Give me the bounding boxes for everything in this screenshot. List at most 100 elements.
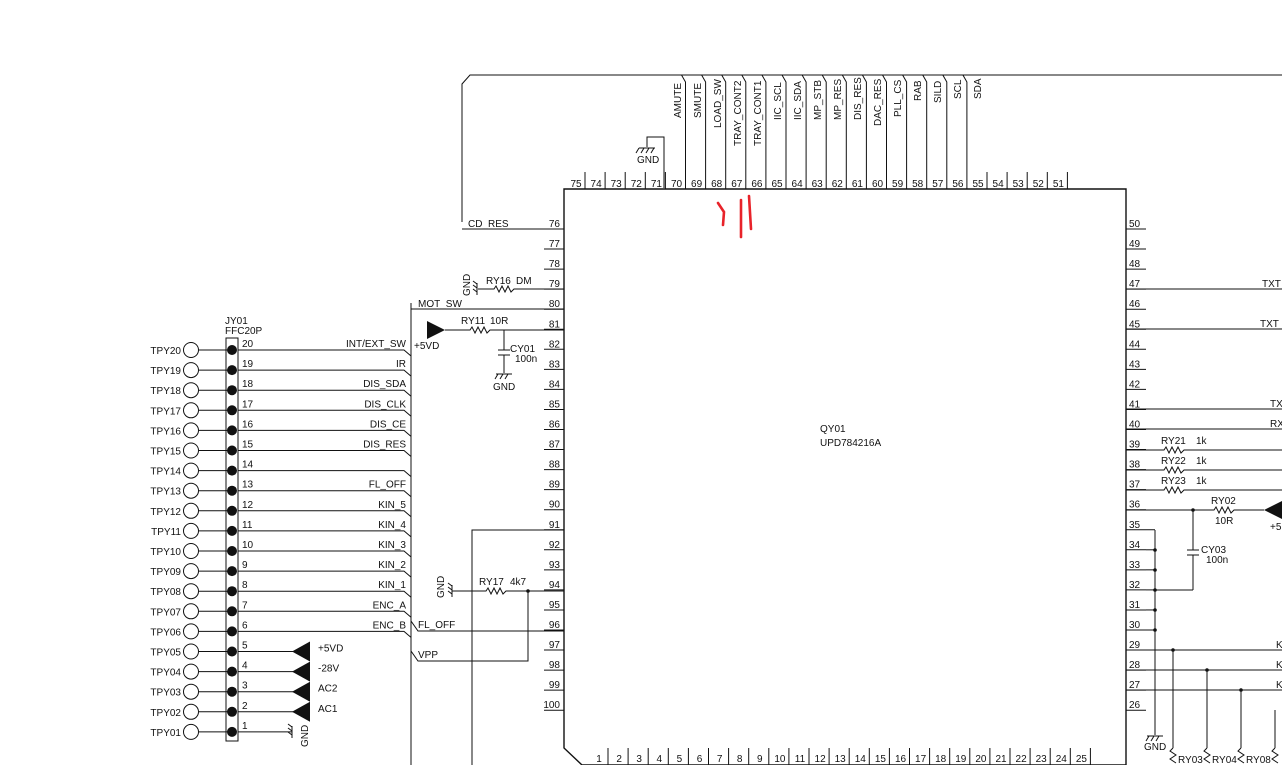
- connector-net-wire: [238, 369, 412, 377]
- test-point-label: TPY14: [150, 467, 181, 478]
- bus-scl: SCL: [953, 79, 964, 99]
- ic-left-pin-number: 86: [549, 420, 561, 431]
- cy01-value: 100n: [515, 354, 537, 365]
- test-point-circle: [183, 643, 199, 660]
- ic-right-pin-number: 34: [1129, 540, 1141, 551]
- connector-gnd-label: GND: [300, 725, 311, 747]
- connector-pin-number: 19: [242, 359, 254, 370]
- connector-pin-number: 18: [242, 379, 254, 390]
- ic-bottom-pin-number: 10: [774, 754, 786, 765]
- connector-net-wire: [238, 450, 412, 457]
- ic-top-pin-number: 69: [691, 179, 703, 190]
- connector-net-label: DIS_CLK: [364, 399, 406, 410]
- ic-bottom-pin-number: 18: [935, 754, 947, 765]
- ry22-value: 1k: [1196, 456, 1208, 467]
- bus-tray-cont2: TRAY_CONT2: [733, 80, 744, 146]
- ic-top-pin-number: 56: [952, 179, 964, 190]
- ic-top-pin-number: 51: [1053, 179, 1065, 190]
- connector-net-label: KIN_5: [378, 500, 406, 511]
- ic-bottom-pin-number: 9: [757, 754, 763, 765]
- connector-pin-dot: [227, 365, 237, 376]
- ic-top-pin-number: 61: [852, 179, 864, 190]
- ic-right-pin-number: 37: [1129, 480, 1141, 491]
- ic-bottom-pin-number: 4: [657, 754, 663, 765]
- connector-part: FFC20P: [225, 326, 263, 337]
- connector-ref: JY01: [225, 316, 248, 327]
- ic-left-pins: 7677787980818283848586878889909192939495…: [543, 219, 564, 711]
- ic-top-pin-number: 60: [872, 179, 884, 190]
- test-point-circle: [183, 583, 199, 600]
- bus-drop-wire: [781, 74, 787, 172]
- connector-net-label: ENC_A: [373, 600, 407, 611]
- ic-right-pin-number: 41: [1129, 399, 1141, 410]
- ic-right-pin-number: 30: [1129, 620, 1141, 631]
- ic-left-pin-number: 96: [549, 620, 561, 631]
- test-point-circle: [183, 703, 199, 720]
- connector-pin-dot: [227, 686, 237, 697]
- connector-pin-number: 15: [242, 440, 254, 451]
- connector-pin-dot: [227, 626, 237, 637]
- bus-iic-sda: IIC_SDA: [793, 81, 804, 120]
- ic-bottom-pin-number: 20: [975, 754, 987, 765]
- ic-bottom-pin-number: 24: [1056, 754, 1068, 765]
- top-bus-frame: [461, 74, 1282, 222]
- connector-pin-dot: [227, 465, 237, 476]
- test-point-circle: [183, 342, 199, 358]
- ic-top-pin-number: 58: [912, 179, 924, 190]
- fl-off-ic-wire: [410, 620, 564, 632]
- test-point-circle: [183, 382, 199, 399]
- connector-net-label: KIN_3: [378, 540, 406, 551]
- connector-power-label: -28V: [318, 664, 339, 675]
- net-45-label: TXT_: [1260, 319, 1282, 330]
- test-point-label: TPY17: [150, 406, 181, 417]
- ic-top-pin-number: 67: [731, 179, 743, 190]
- connector-net-wire: [238, 349, 412, 357]
- ic-bottom-pin-number: 15: [875, 754, 887, 765]
- connector-pin-dot: [227, 566, 237, 577]
- bus-drop-wire: [701, 74, 707, 172]
- connector-pin-number: 5: [242, 641, 248, 652]
- ry16-ref: RY16: [486, 276, 511, 287]
- ic-bottom-pin-number: 6: [697, 754, 703, 765]
- bus-drop-wire: [902, 74, 908, 172]
- ic-top-pin-number: 74: [591, 179, 603, 190]
- connector-net-wire: [238, 490, 412, 498]
- connector-net-wire: [238, 590, 412, 598]
- test-point-label: TPY06: [150, 627, 181, 638]
- ic-left-pin-number: 84: [549, 379, 561, 390]
- connector-pin-dot: [227, 445, 237, 456]
- pin91-wire: [471, 529, 564, 765]
- gnd-top-wire: [646, 136, 665, 188]
- ic-left-pin-number: 89: [549, 480, 561, 491]
- ic-bottom-pin-number: 14: [855, 754, 867, 765]
- net-27-label: K: [1276, 680, 1282, 691]
- connector-pin-number: 6: [242, 620, 248, 631]
- bus-mp-stb: MP_STB: [813, 80, 824, 120]
- ic-right-pin-number: 40: [1129, 420, 1141, 431]
- gnd-top-label: GND: [637, 155, 659, 166]
- ry16-resistor: [478, 284, 564, 294]
- ic-bottom-pin-number: 17: [915, 754, 927, 765]
- connector-pin-number: 16: [242, 419, 254, 430]
- connector-pin-number: 14: [242, 460, 254, 471]
- ry23-resistor: [1126, 485, 1282, 495]
- ry22-resistor: [1126, 465, 1282, 475]
- test-point-label: TPY08: [150, 587, 181, 598]
- connector-pin-dot: [227, 586, 237, 597]
- connector-pin-dot: [227, 505, 237, 516]
- test-point-circle: [183, 603, 199, 620]
- ic-right-pin-number: 27: [1129, 680, 1141, 691]
- cy01-ref: CY01: [510, 344, 535, 355]
- ry23-ref: RY23: [1161, 476, 1186, 487]
- ic-left-pin-number: 76: [549, 219, 561, 230]
- ic-right-pin-number: 50: [1129, 219, 1141, 230]
- cd-res-label: CD_RES: [468, 219, 509, 230]
- ic-top-pin-number: 62: [832, 179, 844, 190]
- ic-top-pin-number: 68: [711, 179, 723, 190]
- ic-top-pin-number: 75: [570, 179, 582, 190]
- ry17-ref: RY17: [479, 577, 504, 588]
- ic-bottom-pin-number: 5: [677, 754, 683, 765]
- test-point-label: TPY02: [150, 708, 181, 719]
- bus-drop-wire: [962, 74, 968, 172]
- bus-drop-wire: [801, 74, 807, 172]
